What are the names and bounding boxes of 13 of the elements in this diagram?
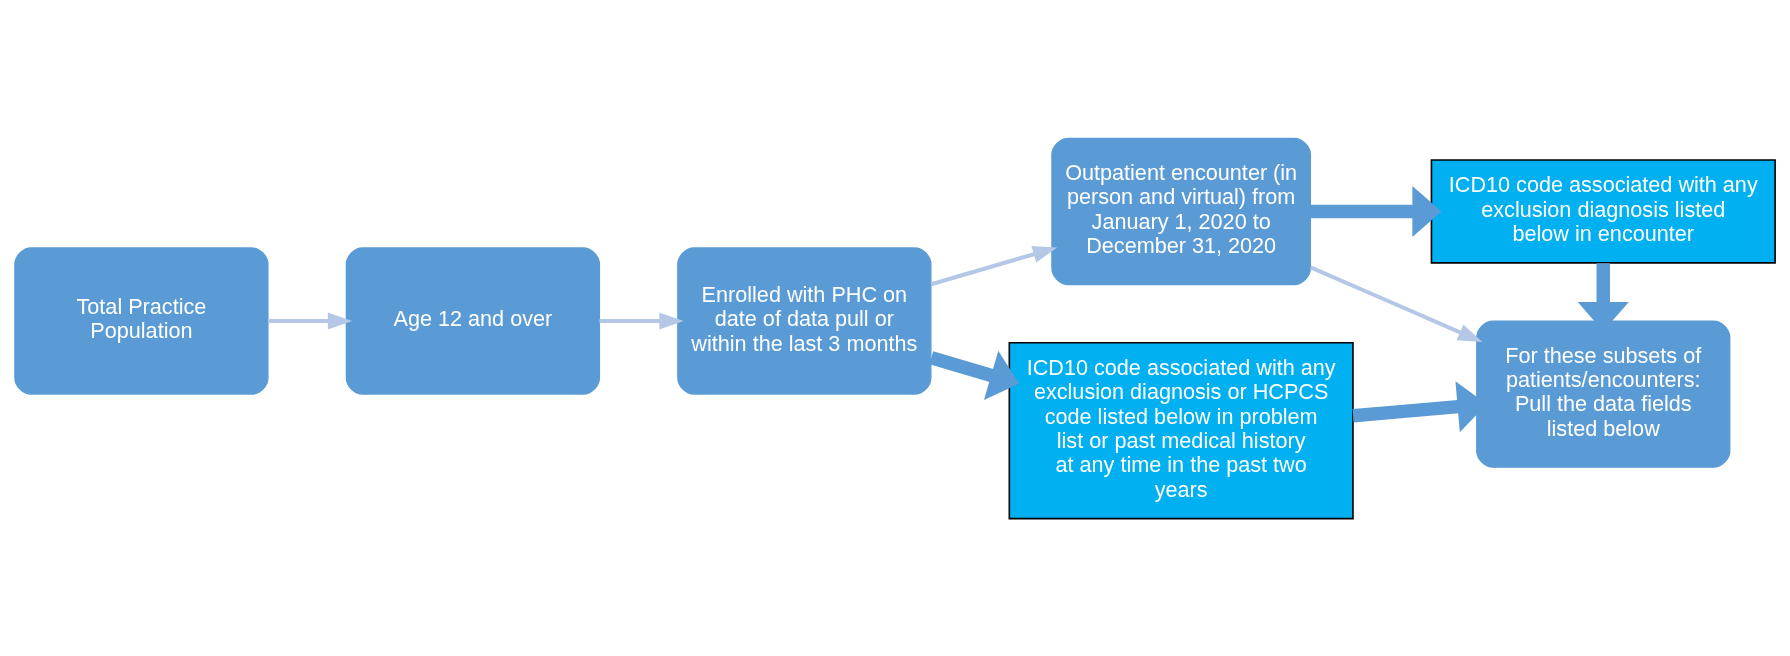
node-box: For these subsets of patients/encounters: Pull the data fields listed below [1476,319,1731,468]
arrow [929,350,1020,400]
arrow [930,245,1058,286]
node-box: Age 12 and over [345,246,601,395]
node-box: ICD10 code associated with any exclusion diagnosis listed below in encounter [1430,158,1776,264]
arrow [1310,185,1442,237]
arrow [599,312,684,330]
node-box: Total Practice Population [14,246,269,395]
node-box: ICD10 code associated with any exclusion diagnosis or HCPCS code listed below in problem list or past medical history at any time in the past two years [1008,341,1354,519]
node-box: Outpatient encounter (in person and virtual) from January 1, 2020 to December 31, 2020 [1051,137,1312,285]
arrow [1309,264,1483,342]
arrow [268,312,353,330]
node-box: Enrolled with PHC on date of data pull or within the last 3 months [677,246,932,395]
